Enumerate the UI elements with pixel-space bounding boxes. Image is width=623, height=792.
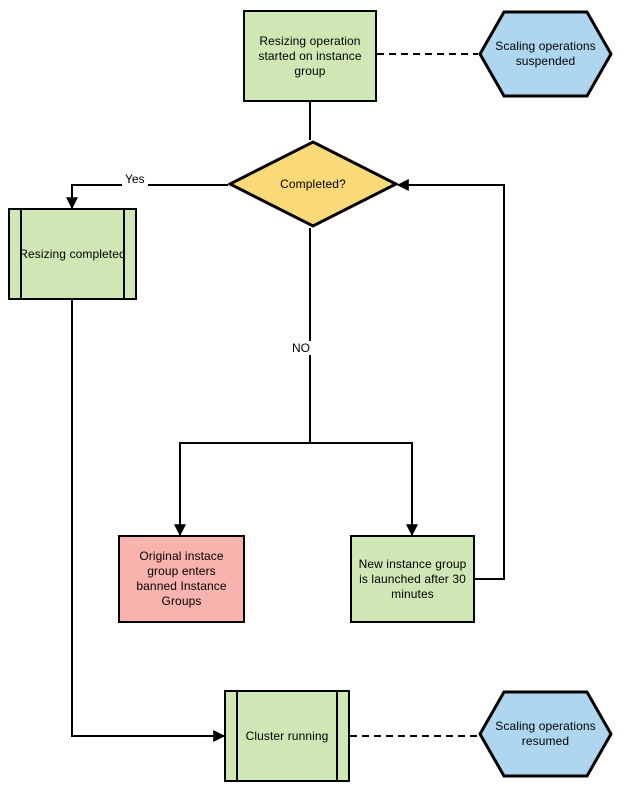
node-label: Cluster running bbox=[245, 728, 329, 743]
edge-label-no: NO bbox=[289, 341, 313, 355]
node-scaling-operations-resumed[interactable]: Scaling operations resumed bbox=[478, 690, 613, 778]
node-cluster-running[interactable]: Cluster running bbox=[224, 690, 350, 782]
predefined-process-bar-left bbox=[20, 210, 22, 298]
node-original-instance-group-banned[interactable]: Original instace group enters banned Ins… bbox=[118, 535, 245, 623]
edge-no-to-relaunch bbox=[310, 442, 418, 537]
edge-resizing-completed-to-cluster-running bbox=[71, 300, 226, 742]
node-label: Scaling operations resumed bbox=[495, 719, 596, 748]
node-new-instance-group-launched[interactable]: New instance group is launched after 30 … bbox=[350, 535, 475, 623]
edge-relaunch-to-decision-loop bbox=[396, 179, 505, 580]
node-label: Completed? bbox=[280, 176, 346, 191]
edge-label-yes: Yes bbox=[122, 172, 148, 186]
node-label: Scaling operations suspended bbox=[495, 39, 596, 68]
node-label: Original instace group enters banned Ins… bbox=[136, 549, 227, 608]
node-completed-decision[interactable]: Completed? bbox=[228, 140, 398, 228]
hexagon-shape bbox=[478, 10, 613, 98]
node-resizing-operation-started[interactable]: Resizing operation started on instance g… bbox=[243, 10, 377, 102]
node-label: New instance group is launched after 30 … bbox=[358, 556, 467, 601]
edge-no-to-banned bbox=[174, 442, 310, 537]
hexagon-shape bbox=[478, 690, 613, 778]
predefined-process-bar-left bbox=[236, 692, 238, 780]
edge-decision-yes-to-resizing-completed bbox=[66, 184, 228, 210]
node-resizing-completed[interactable]: Resizing completed bbox=[8, 208, 137, 300]
node-scaling-operations-suspended[interactable]: Scaling operations suspended bbox=[478, 10, 613, 98]
node-label: Resizing completed bbox=[19, 246, 126, 261]
node-label: Resizing operation started on instance g… bbox=[258, 33, 362, 78]
diamond-shape bbox=[228, 140, 398, 228]
predefined-process-bar-right bbox=[336, 692, 338, 780]
predefined-process-bar-right bbox=[123, 210, 125, 298]
